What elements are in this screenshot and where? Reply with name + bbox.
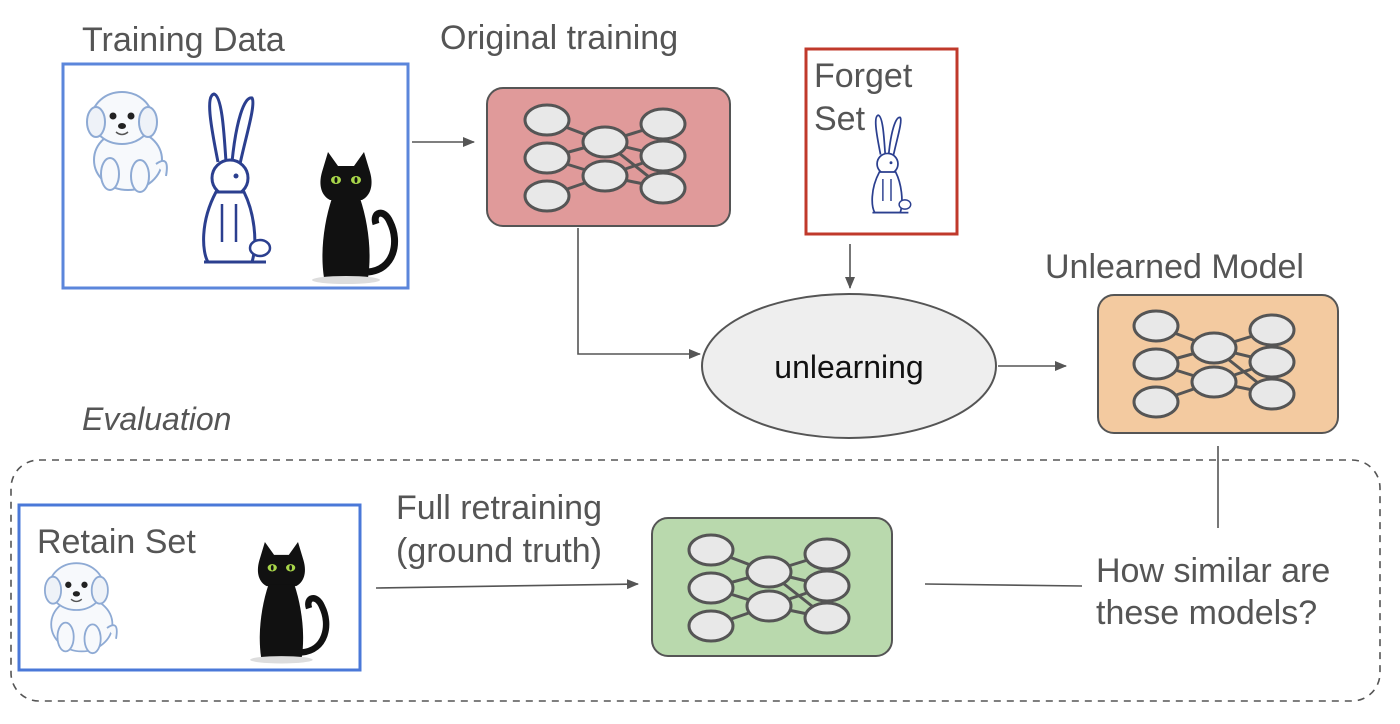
- training-data-label: Training Data: [82, 21, 285, 59]
- retain-set-label: Retain Set: [37, 523, 196, 561]
- arrow-to-retrained-model: [375, 579, 639, 590]
- full-retraining-label-line1: Full retraining: [396, 489, 602, 527]
- evaluation-region: [10, 459, 1381, 702]
- unlearning-process: [701, 293, 997, 439]
- original-training-label: Original training: [440, 19, 678, 57]
- similarity-question-line2: these models?: [1096, 594, 1317, 632]
- full-retraining-label-line2: (ground truth): [396, 532, 602, 570]
- unlearned-model-label: Unlearned Model: [1045, 248, 1304, 286]
- forget-set-label-line1: Forget: [814, 57, 913, 95]
- link-retrained-to-question: [924, 583, 1083, 587]
- evaluation-label: Evaluation: [82, 401, 231, 437]
- unlearning-label: unlearning: [774, 349, 923, 385]
- arrow-original-to-unlearning: [577, 228, 701, 359]
- similarity-question-line1: How similar are: [1096, 552, 1330, 590]
- forget-set-label-line2: Set: [814, 100, 866, 138]
